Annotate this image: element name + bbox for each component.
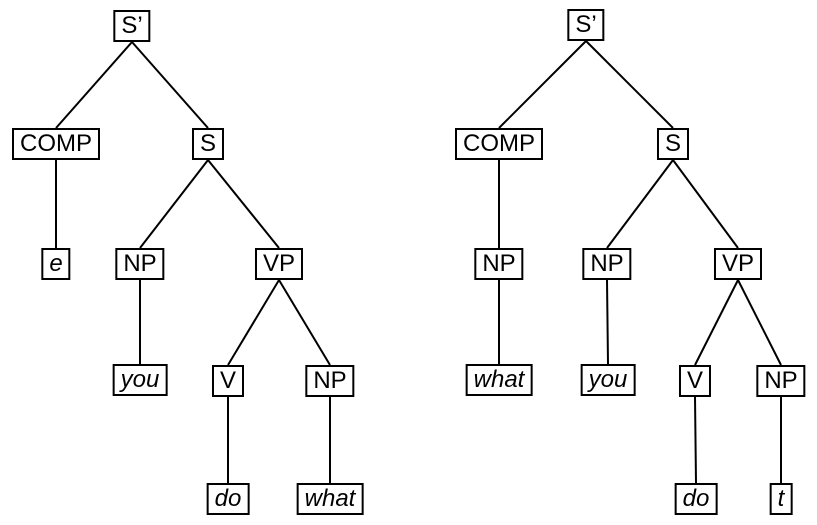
left-node-v: V xyxy=(211,365,245,397)
right-node-s-bar: S’ xyxy=(567,9,605,41)
right-node-v: V xyxy=(678,365,712,397)
tree-edge xyxy=(227,279,280,366)
right-node-comp: COMP xyxy=(455,128,543,160)
left-node-comp: COMP xyxy=(12,128,100,160)
right-node-you: you xyxy=(580,364,636,396)
tree-edge xyxy=(672,159,739,249)
tree-edge xyxy=(55,41,133,129)
right-node-np-subject: NP xyxy=(582,248,632,280)
tree-edge xyxy=(498,40,587,129)
tree-edge xyxy=(737,279,782,366)
tree-edge xyxy=(694,396,697,484)
left-node-vp: VP xyxy=(254,248,304,280)
tree-edge xyxy=(207,159,280,249)
tree-edge xyxy=(131,41,209,129)
right-node-t: t xyxy=(769,483,793,515)
left-node-s-bar: S’ xyxy=(113,10,151,42)
tree-edge xyxy=(139,159,209,249)
tree-edge xyxy=(694,279,739,366)
left-node-e: e xyxy=(41,248,71,280)
left-node-do: do xyxy=(206,483,250,515)
tree-edge xyxy=(585,40,674,129)
right-node-np-object: NP xyxy=(756,365,806,397)
tree-edge xyxy=(606,279,609,365)
left-node-s: S xyxy=(191,128,225,160)
right-node-np-comp: NP xyxy=(474,248,524,280)
right-node-s: S xyxy=(656,128,690,160)
left-node-what: what xyxy=(296,483,364,515)
left-node-you: you xyxy=(112,364,168,396)
left-node-np-subject: NP xyxy=(115,248,165,280)
right-node-what: what xyxy=(465,364,533,396)
tree-edge xyxy=(606,159,674,249)
tree-edge xyxy=(278,279,331,366)
left-node-np-object: NP xyxy=(305,365,355,397)
right-node-vp: VP xyxy=(713,248,763,280)
right-node-do: do xyxy=(674,483,718,515)
